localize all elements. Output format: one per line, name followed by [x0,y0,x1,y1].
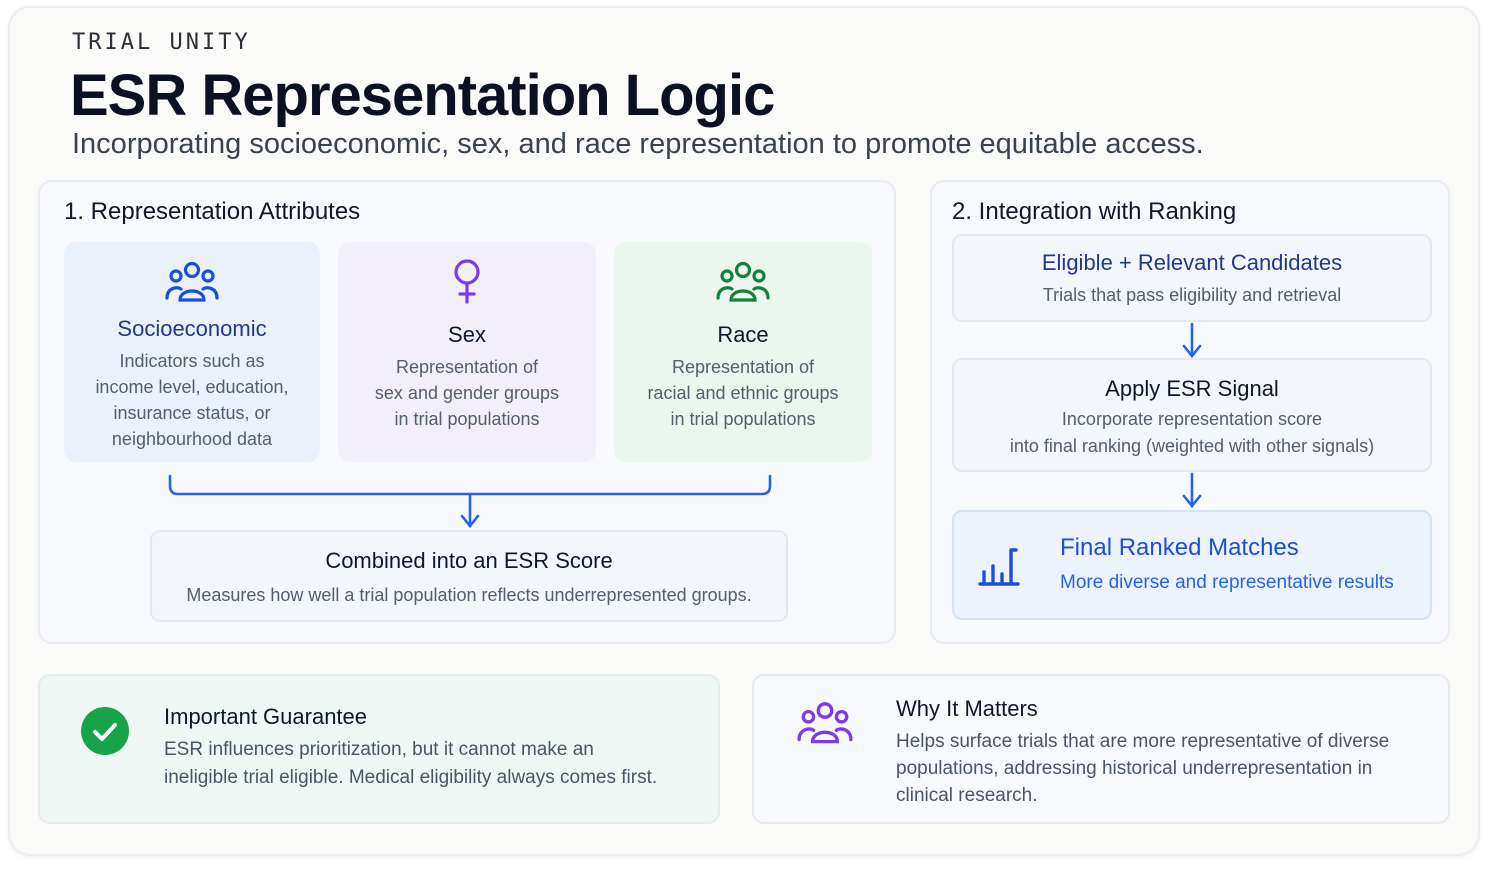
socioeconomic-card: Socioeconomic Indicators such as income … [64,242,320,462]
final-ranked-card: Final Ranked Matches More diverse and re… [952,510,1432,620]
final-ranked-description: More diverse and representative results [1060,572,1394,593]
guarantee-title: Important Guarantee [164,704,368,729]
apply-esr-description: Incorporate representation score into fi… [954,406,1430,460]
socioeconomic-name: Socioeconomic [117,316,267,341]
race-desc-line: in trial populations [670,409,816,429]
ranking-panel: 2. Integration with Ranking Eligible + R… [930,180,1450,644]
down-arrow-icon [1182,322,1202,359]
merge-bracket-connector [168,474,772,529]
people-group-icon [64,260,320,304]
combined-score-title: Combined into an ESR Score [325,548,613,573]
final-ranked-title: Final Ranked Matches [1060,534,1299,561]
page-frame: TRIAL UNITY ESR Representation Logic Inc… [8,6,1480,856]
eligible-desc-line: Trials that pass eligibility and retriev… [1042,285,1342,305]
attributes-panel-title: 1. Representation Attributes [64,198,361,225]
race-name: Race [717,322,769,347]
page-title: ESR Representation Logic [70,63,775,128]
race-desc-line: racial and ethnic groups [647,383,839,403]
guarantee-desc-line: ineligible trial eligible. Medical eligi… [164,767,658,788]
why-desc-line: Helps surface trials that are more repre… [896,731,1390,752]
eligible-candidates-description: Trials that pass eligibility and retriev… [954,282,1430,309]
why-it-matters-card: Why It Matters Helps surface trials that… [752,674,1450,824]
combined-score-card: Combined into an ESR Score Measures how … [150,530,788,622]
attributes-panel: 1. Representation Attributes Socioeconom… [38,180,896,644]
people-group-icon [797,702,853,744]
gender-symbol-icon [338,256,596,306]
sex-desc-line: in trial populations [394,409,540,429]
eligible-candidates-title: Eligible + Relevant Candidates [1041,250,1343,275]
guarantee-card: Important Guarantee ESR influences prior… [38,674,720,824]
sex-desc-line: sex and gender groups [374,383,560,403]
people-group-icon [614,260,872,304]
sex-description: Representation of sex and gender groups … [348,354,586,432]
why-desc-line: populations, addressing historical under… [896,758,1373,779]
check-circle-icon [81,707,129,755]
socioeconomic-desc-line: insurance status, or [113,403,271,423]
socioeconomic-desc-line: income level, education, [95,377,289,397]
sex-desc-line: Representation of [395,357,539,377]
apply-esr-desc-line: Incorporate representation score [1061,409,1323,429]
combined-score-description: Measures how well a trial population ref… [186,585,752,605]
race-card: Race Representation of racial and ethnic… [614,242,872,462]
bar-chart-icon [978,548,1020,586]
page-subtitle: Incorporating socioeconomic, sex, and ra… [72,128,1204,160]
apply-esr-card: Apply ESR Signal Incorporate representat… [952,358,1432,472]
apply-esr-desc-line: into final ranking (weighted with other … [1009,436,1375,456]
brand-label: TRIAL UNITY [72,30,251,55]
ranking-panel-title: 2. Integration with Ranking [952,198,1237,225]
socioeconomic-description: Indicators such as income level, educati… [74,348,310,452]
race-desc-line: Representation of [671,357,815,377]
why-it-matters-description: Helps surface trials that are more repre… [896,728,1389,809]
sex-name: Sex [448,322,486,347]
why-desc-line: clinical research. [896,785,1038,806]
down-arrow-icon [1182,472,1202,509]
guarantee-description: ESR influences prioritization, but it ca… [164,736,657,792]
race-description: Representation of racial and ethnic grou… [624,354,862,432]
why-it-matters-title: Why It Matters [896,696,1038,721]
sex-card: Sex Representation of sex and gender gro… [338,242,596,462]
guarantee-desc-line: ESR influences prioritization, but it ca… [164,739,594,760]
apply-esr-title: Apply ESR Signal [1105,376,1279,401]
eligible-candidates-card: Eligible + Relevant Candidates Trials th… [952,234,1432,322]
socioeconomic-desc-line: Indicators such as [119,351,265,371]
socioeconomic-desc-line: neighbourhood data [111,429,273,449]
